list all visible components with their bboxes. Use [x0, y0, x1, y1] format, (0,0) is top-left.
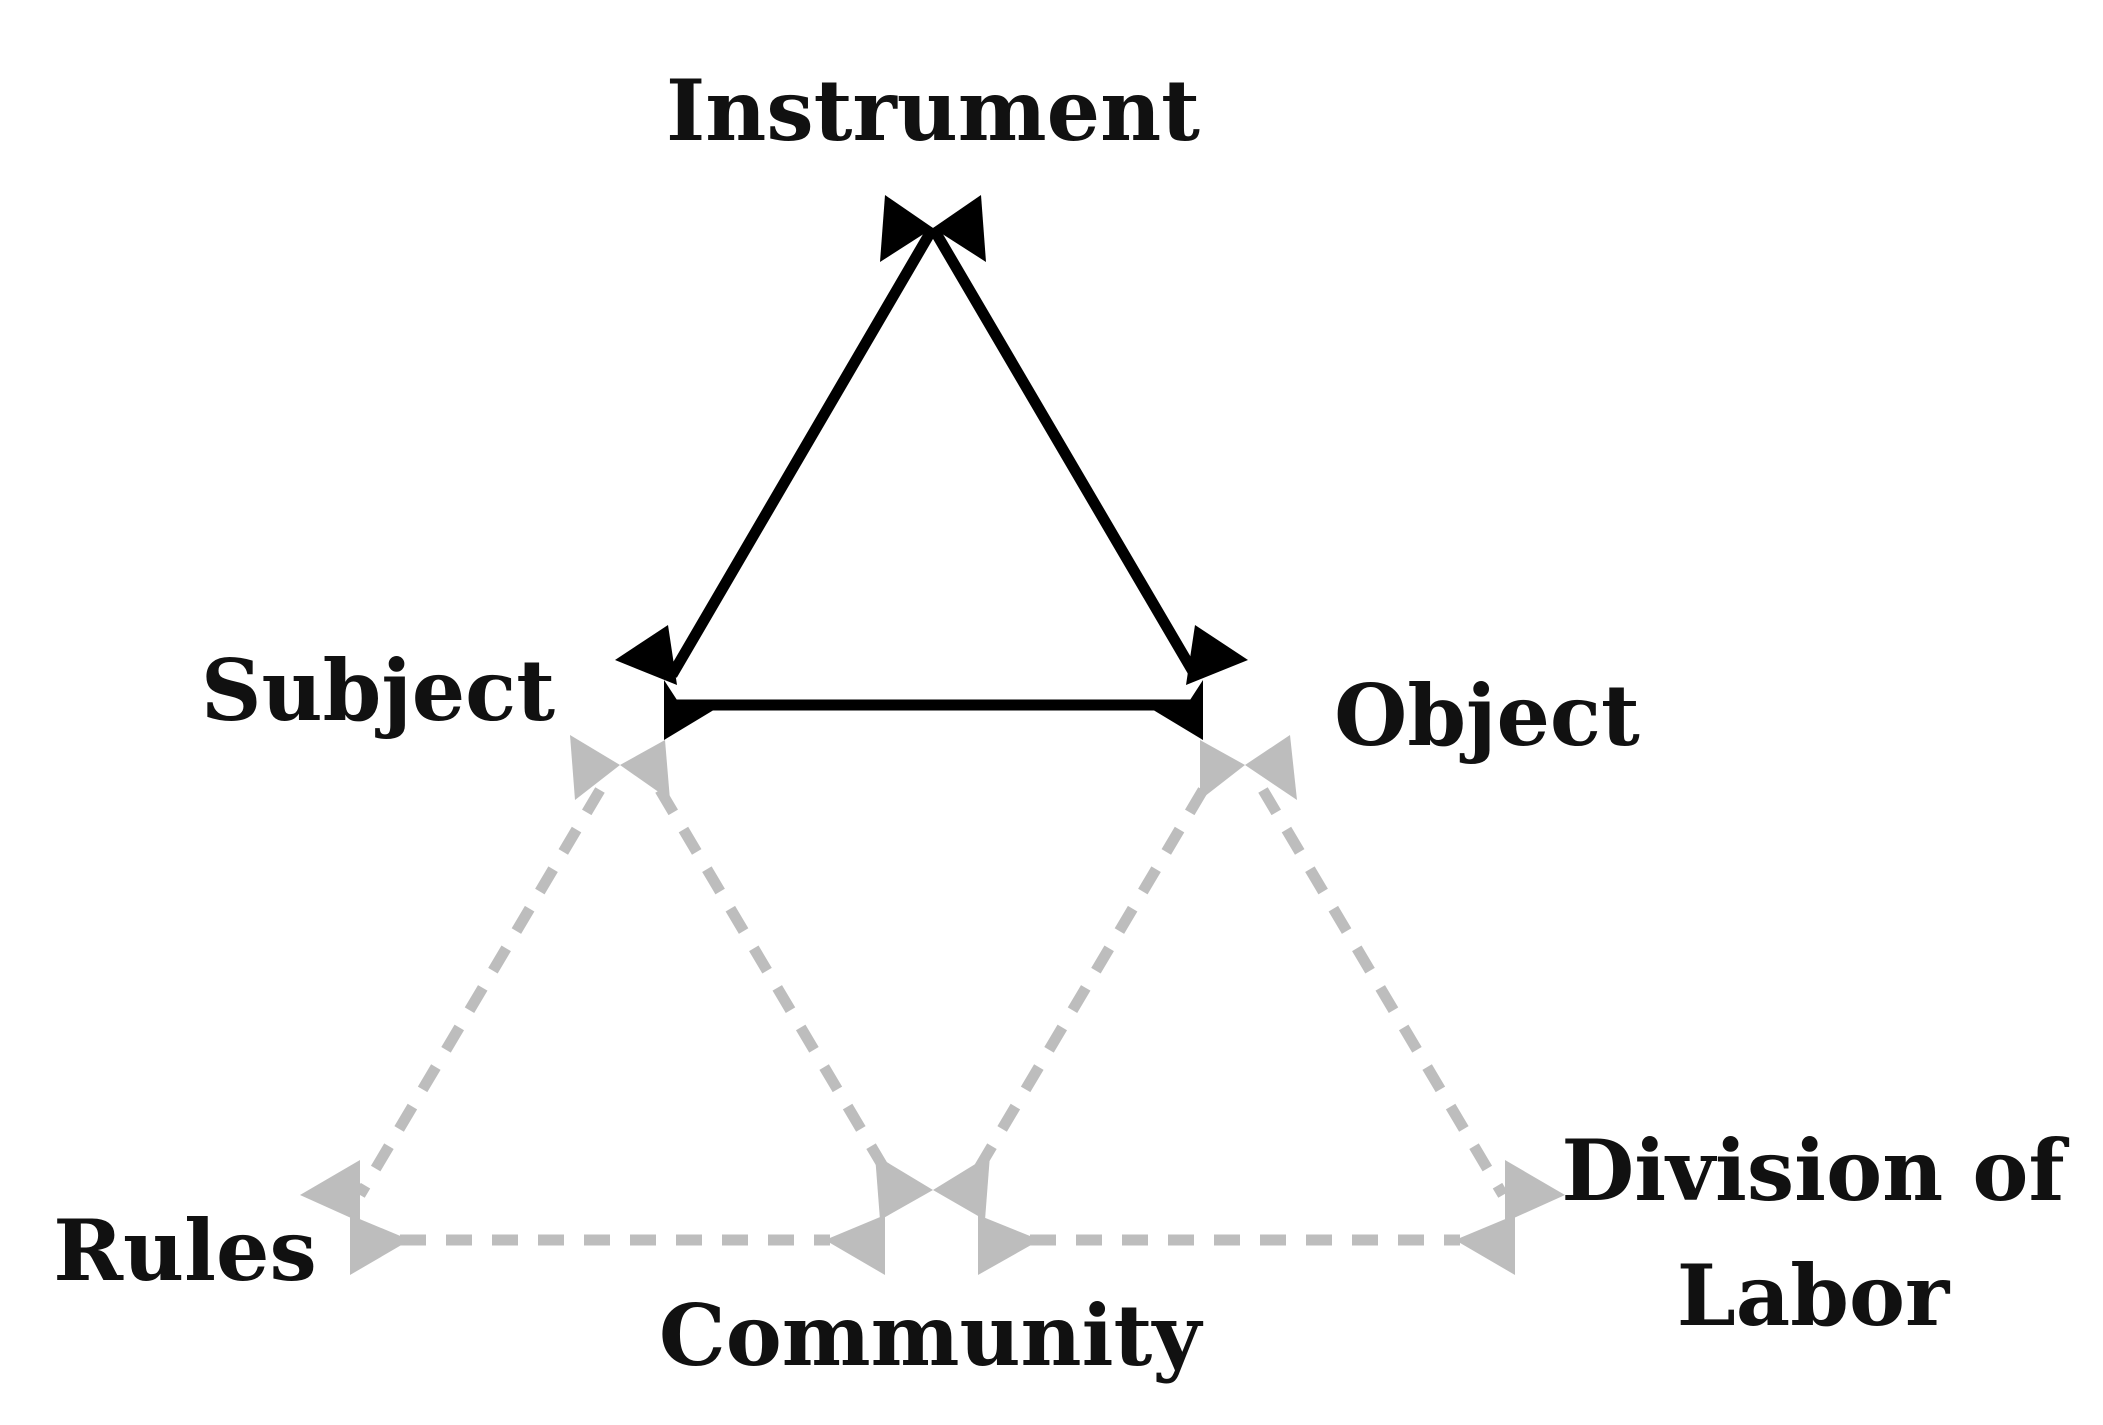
arrowhead-subject-up	[615, 625, 677, 685]
arrowhead-subject-left-gray	[570, 735, 620, 800]
label-instrument: Instrument	[666, 61, 1200, 160]
label-division-of-labor-line1: Division of	[1561, 1121, 2069, 1220]
edge-instrument-subject	[667, 225, 938, 678]
label-division-of-labor-line2: Labor	[1677, 1246, 1951, 1345]
arrowhead-division-up-gray	[1505, 1160, 1565, 1222]
arrowhead-instrument-left	[880, 195, 933, 262]
arrowhead-community-left-gray	[825, 1215, 885, 1275]
arrowhead-object-right-gray	[1245, 735, 1297, 800]
edge-subject-rules	[355, 787, 605, 1198]
label-subject: Subject	[201, 641, 555, 740]
arrowhead-rules-up-gray	[300, 1160, 360, 1222]
arrowhead-community-right-in-gray	[933, 1155, 990, 1220]
arrowhead-object-up	[1186, 625, 1248, 685]
label-community: Community	[659, 1286, 1204, 1385]
edge-subject-community	[655, 787, 905, 1198]
secondary-relations	[300, 735, 1565, 1275]
edge-instrument-object	[928, 225, 1200, 678]
arrowhead-division-left-gray	[1455, 1215, 1515, 1275]
arrowhead-subject-corner	[664, 680, 690, 740]
label-object: Object	[1334, 666, 1640, 765]
arrowhead-rules-right-gray	[350, 1215, 410, 1275]
arrowhead-instrument-right	[933, 195, 986, 262]
arrowhead-object-left-gray	[1200, 740, 1245, 800]
node-labels: Instrument Subject Object Rules Communit…	[53, 61, 2069, 1385]
edge-object-division	[1258, 787, 1508, 1198]
arrowhead-object-corner	[1177, 680, 1203, 740]
label-rules: Rules	[53, 1201, 317, 1300]
arrowhead-community-right-gray	[978, 1215, 1040, 1275]
arrowhead-subject-right-gray	[620, 740, 670, 800]
edge-object-community	[958, 787, 1208, 1198]
arrowhead-community-left-in-gray	[875, 1155, 933, 1220]
primary-triangle	[615, 195, 1248, 740]
